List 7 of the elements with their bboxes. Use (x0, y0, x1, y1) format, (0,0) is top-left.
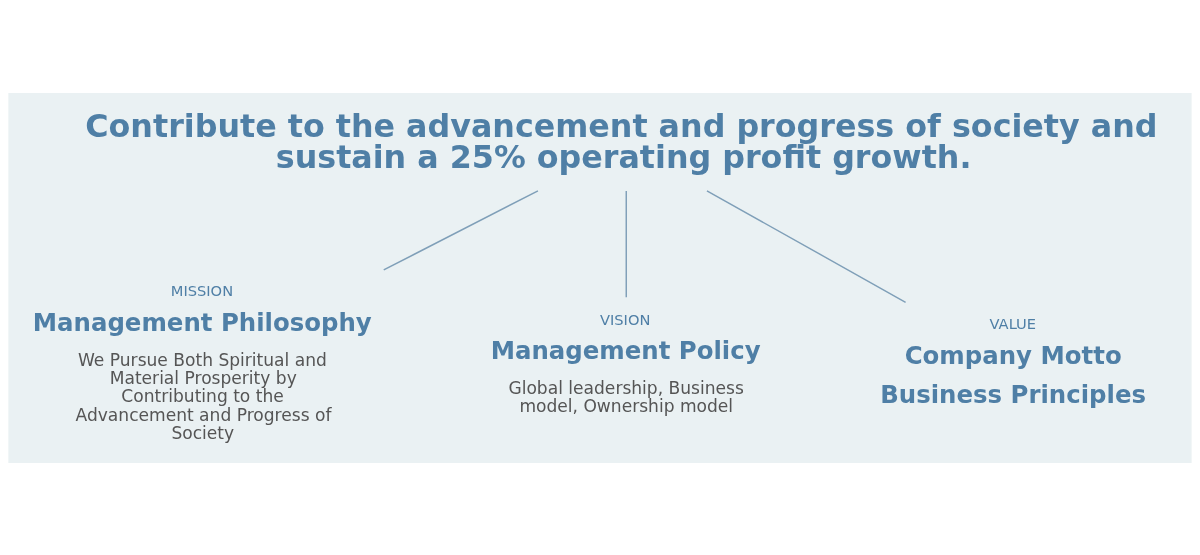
node-text: VISION Management Policy Global leadership, Business model, Ownership model (490, 310, 761, 416)
connector (706, 189, 907, 303)
node-text: Contribute to the advancement and progress of society and sustain a 25% operating profit growth. (85, 107, 1158, 175)
node-text: MISSION Management Philosophy We Pursue Both Spiritual and Material Prosperity by Contributing to the Advancement and Progress of Society (32, 281, 372, 443)
node-text: VALUE Company Motto Business Principles (880, 314, 1147, 409)
connector (625, 189, 627, 298)
connector (383, 189, 539, 271)
